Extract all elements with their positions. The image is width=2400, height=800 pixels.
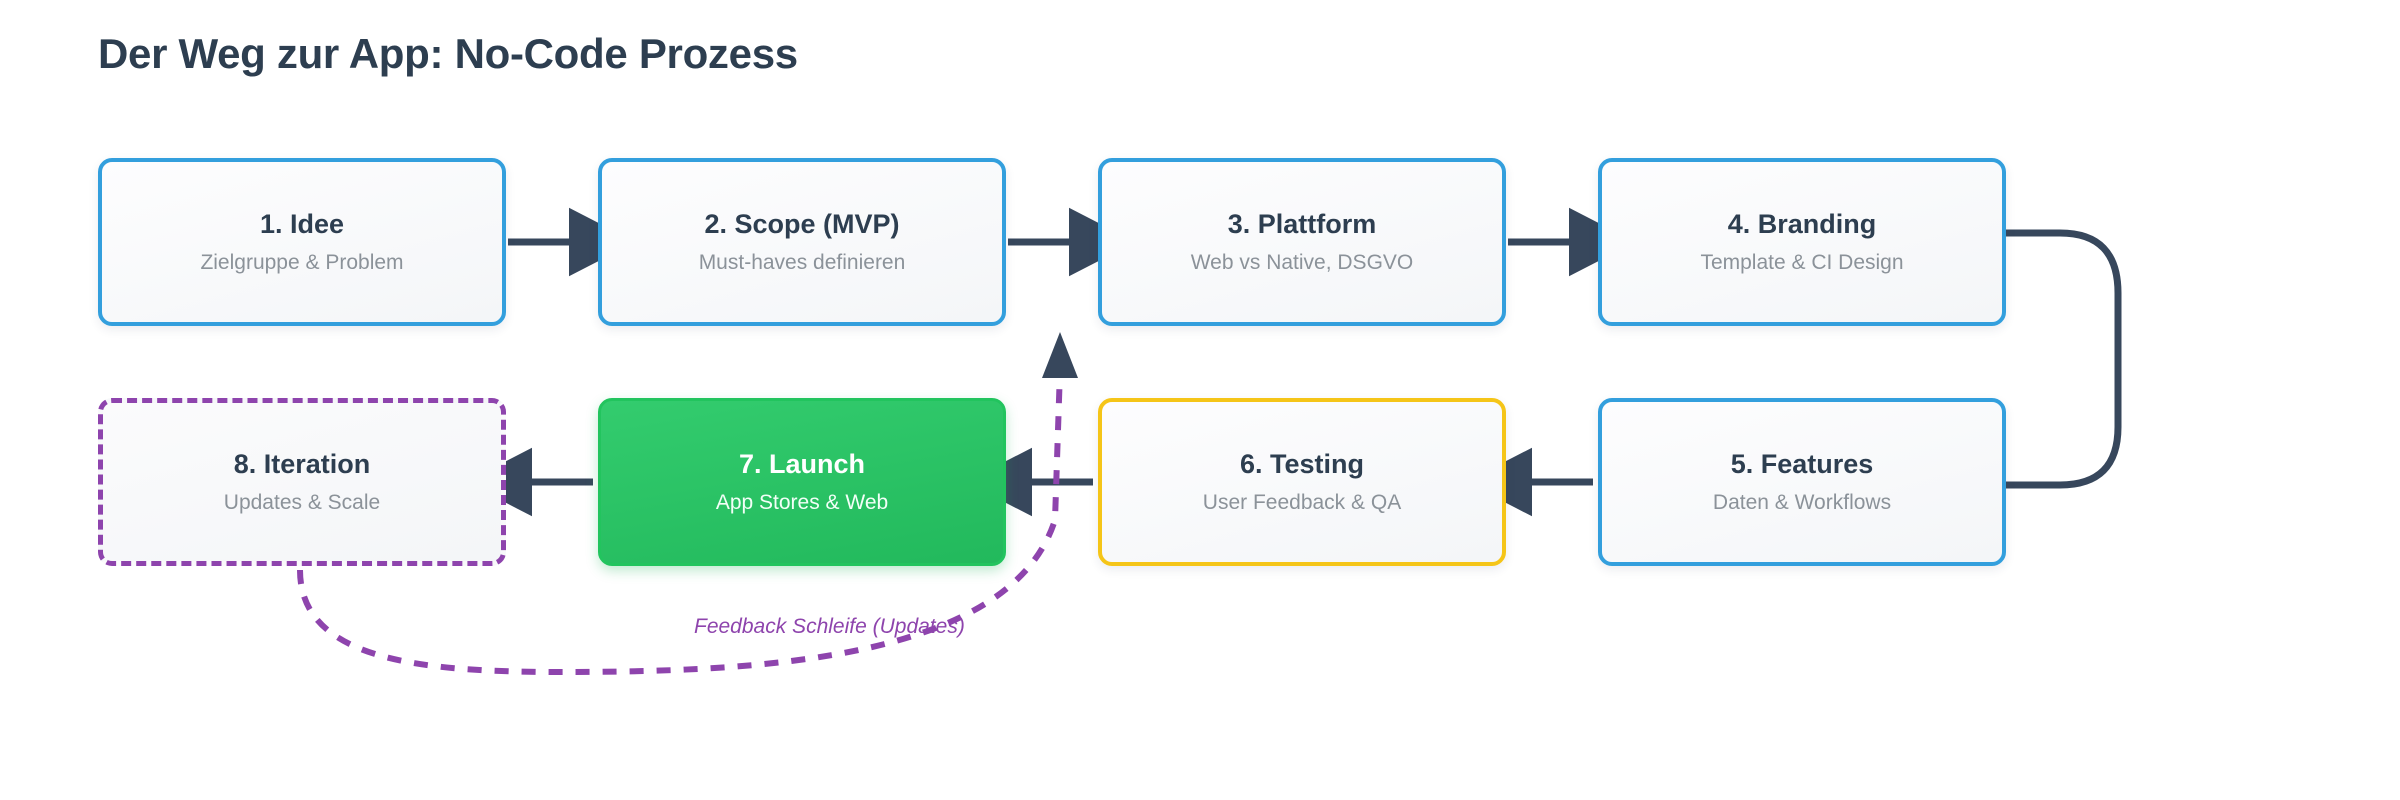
node-subtitle: Updates & Scale: [223, 490, 381, 514]
process-node-idee[interactable]: 1. Idee Zielgruppe & Problem: [98, 158, 506, 326]
feedback-loop-label: Feedback Schleife (Updates): [694, 615, 965, 638]
process-node-features[interactable]: 5. Features Daten & Workflows: [1598, 398, 2006, 566]
node-subtitle: Zielgruppe & Problem: [200, 250, 404, 274]
page-title: Der Weg zur App: No-Code Prozess: [98, 30, 798, 77]
node-subtitle: App Stores & Web: [715, 490, 889, 514]
process-node-branding[interactable]: 4. Branding Template & CI Design: [1598, 158, 2006, 326]
node-title: 5. Features: [1730, 448, 1874, 479]
process-node-launch[interactable]: 7. Launch App Stores & Web: [598, 398, 1006, 566]
node-title: 4. Branding: [1727, 208, 1877, 239]
node-subtitle: Must-haves definieren: [698, 250, 906, 274]
connector-4-to-5: [2002, 229, 2122, 489]
node-title: 1. Idee: [259, 208, 345, 239]
node-title: 3. Plattform: [1227, 208, 1377, 239]
process-node-testing[interactable]: 6. Testing User Feedback & QA: [1098, 398, 1506, 566]
process-node-iteration[interactable]: 8. Iteration Updates & Scale: [98, 398, 506, 566]
process-node-scope-mvp[interactable]: 2. Scope (MVP) Must-haves definieren: [598, 158, 1006, 326]
node-title: 6. Testing: [1239, 448, 1365, 479]
process-node-plattform[interactable]: 3. Plattform Web vs Native, DSGVO: [1098, 158, 1506, 326]
node-subtitle: Template & CI Design: [1700, 250, 1904, 274]
node-title: 7. Launch: [738, 448, 866, 479]
node-subtitle: Web vs Native, DSGVO: [1190, 250, 1414, 274]
node-subtitle: User Feedback & QA: [1202, 490, 1402, 514]
node-subtitle: Daten & Workflows: [1712, 490, 1892, 514]
node-title: 2. Scope (MVP): [704, 208, 900, 239]
node-title: 8. Iteration: [233, 448, 371, 479]
